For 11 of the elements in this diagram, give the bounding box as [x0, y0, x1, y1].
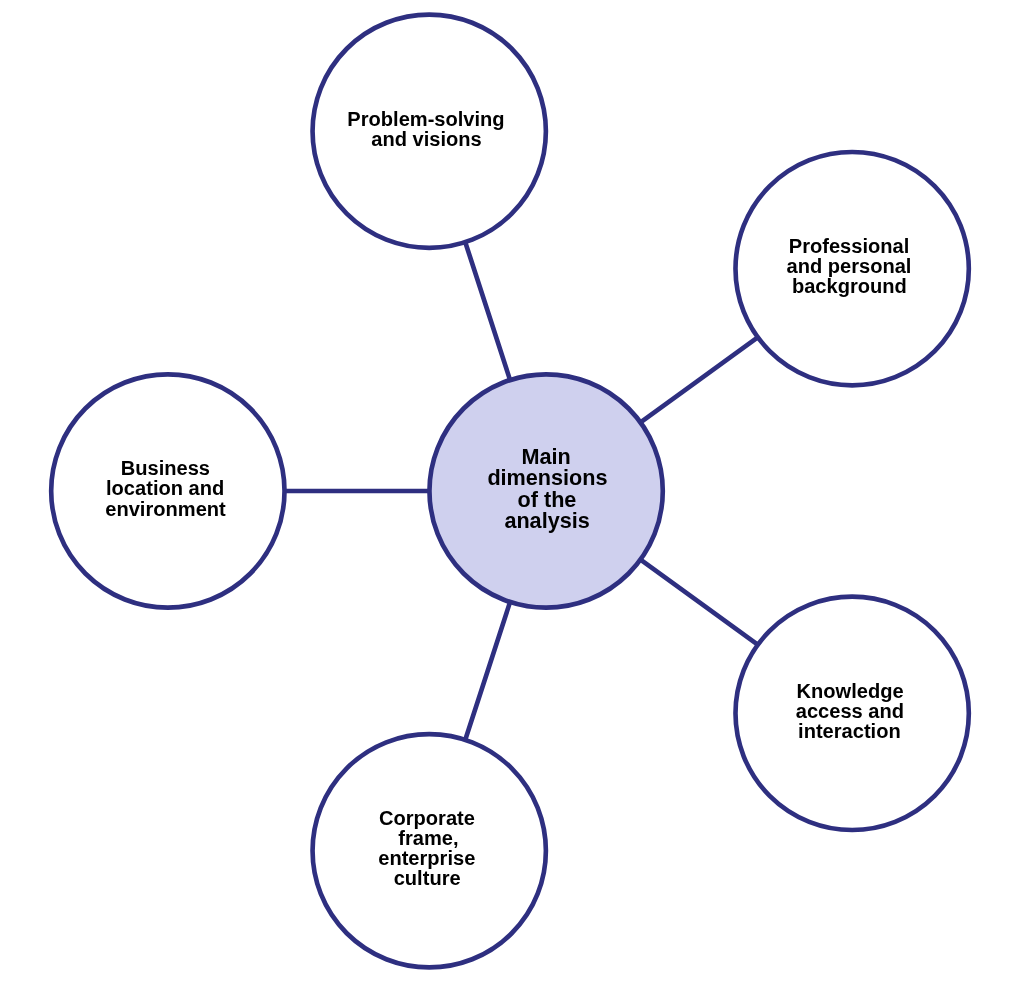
connector	[463, 242, 513, 381]
node-circle: Professional and personal background	[733, 149, 972, 388]
connector	[639, 557, 759, 647]
node-circle: Corporate frame, enterprise culture	[310, 731, 549, 970]
connector	[639, 335, 759, 425]
node-circle: Main dimensions of the analysis	[427, 372, 666, 610]
connector	[463, 601, 513, 740]
connector	[285, 488, 429, 494]
node-circle: Knowledge access and interaction	[733, 594, 972, 833]
node-circle: Business location and environment	[48, 372, 287, 610]
node-circle: Problem-solving and visions	[310, 12, 549, 251]
